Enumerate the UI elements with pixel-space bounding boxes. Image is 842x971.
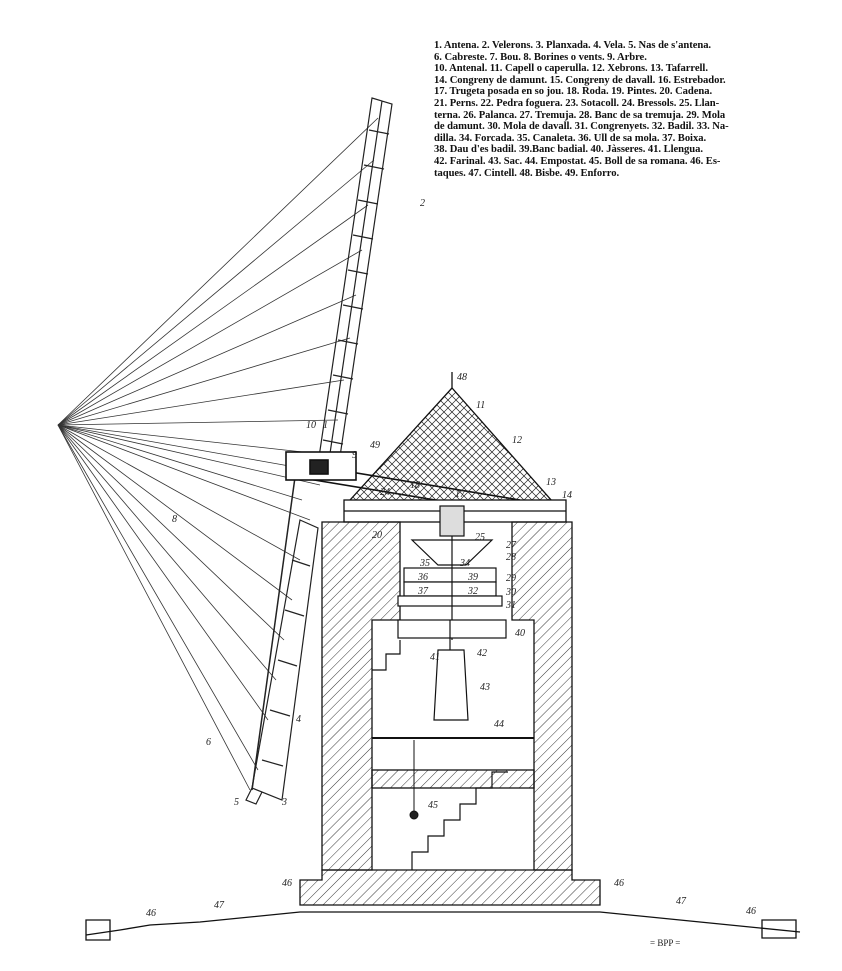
ground-base bbox=[85, 869, 801, 941]
callout-47-left: 47 bbox=[214, 900, 225, 911]
callout-36: 36 bbox=[417, 572, 428, 583]
callout-30: 30 bbox=[505, 587, 516, 598]
millstone-assembly bbox=[397, 505, 507, 640]
legend-line: 21. Perns. 22. Pedra foguera. 23. Sotaco… bbox=[434, 97, 720, 109]
rigging-lines bbox=[57, 117, 379, 791]
callout-2: 2 bbox=[420, 198, 425, 209]
callout-35: 35 bbox=[419, 558, 430, 569]
callout-3: 3 bbox=[281, 797, 287, 808]
legend-line: dilla. 34. Forcada. 35. Canaleta. 36. Ul… bbox=[434, 132, 707, 144]
legend-line: 42. Farinal. 43. Sac. 44. Empostat. 45. … bbox=[434, 155, 721, 167]
callout-11: 11 bbox=[476, 400, 485, 411]
callout-44: 44 bbox=[494, 719, 504, 730]
legend-line: 10. Antenal. 11. Capell o caperulla. 12.… bbox=[434, 63, 708, 75]
legend-line: 1. Antena. 2. Velerons. 3. Planxada. 4. … bbox=[434, 40, 712, 51]
callout-17: 17 bbox=[455, 489, 466, 500]
callout-5: 5 bbox=[234, 797, 239, 808]
callout-48: 48 bbox=[457, 372, 467, 383]
callout-29: 29 bbox=[506, 573, 516, 584]
legend-line: taques. 47. Cintell. 48. Bisbe. 49. Enfo… bbox=[434, 167, 620, 179]
callout-14: 14 bbox=[562, 490, 572, 501]
callout-34: 34 bbox=[459, 558, 470, 569]
callout-12: 12 bbox=[512, 435, 522, 446]
flour-sack bbox=[433, 620, 469, 721]
callout-27: 27 bbox=[506, 540, 517, 551]
callout-6: 6 bbox=[206, 737, 211, 748]
legend-line: 17. Trugeta posada en so jou. 18. Roda. … bbox=[434, 86, 713, 98]
callout-10: 10 bbox=[306, 420, 316, 431]
callout-47-right: 47 bbox=[676, 896, 687, 907]
callout-41: 41 bbox=[430, 652, 440, 663]
callout-4: 4 bbox=[296, 714, 301, 725]
callout-labels: 2 1 10 8 9 49 48 11 12 13 14 18 17 24 20… bbox=[146, 198, 756, 948]
callout-28: 28 bbox=[506, 552, 516, 563]
callout-43: 43 bbox=[480, 682, 490, 693]
legend-line: de damunt. 30. Mola de davall. 31. Congr… bbox=[434, 121, 729, 133]
legend-line: 14. Congreny de damunt. 15. Congreny de … bbox=[434, 74, 726, 86]
legend-line: 6. Cabreste. 7. Bou. 8. Borines o vents.… bbox=[434, 51, 647, 63]
legend-line: terna. 26. Palanca. 27. Tremuja. 28. Ban… bbox=[434, 109, 726, 121]
callout-24: 24 bbox=[380, 487, 390, 498]
callout-25: 25 bbox=[475, 532, 485, 543]
lower-sail bbox=[245, 469, 319, 805]
tower-stairs bbox=[372, 640, 508, 870]
scale-note: = BPP = bbox=[650, 938, 680, 948]
callout-46-right: 46 bbox=[614, 878, 624, 889]
callout-40: 40 bbox=[515, 628, 525, 639]
callout-32: 32 bbox=[467, 586, 478, 597]
callout-31: 31 bbox=[505, 600, 516, 611]
callout-49: 49 bbox=[370, 440, 380, 451]
callout-18: 18 bbox=[410, 480, 420, 491]
upper-sail-frame bbox=[317, 97, 393, 471]
callout-1: 1 bbox=[323, 420, 328, 431]
legend-line: 38. Dau d'es badil. 39.Banc badial. 40. … bbox=[434, 144, 703, 156]
callout-42: 42 bbox=[477, 648, 487, 659]
callout-20: 20 bbox=[372, 530, 382, 541]
callout-46-far-left: 46 bbox=[146, 908, 156, 919]
callout-46-left: 46 bbox=[282, 878, 292, 889]
scale-weight bbox=[409, 740, 419, 820]
callout-39: 39 bbox=[467, 572, 478, 583]
callout-13: 13 bbox=[546, 477, 556, 488]
callout-37: 37 bbox=[417, 586, 429, 597]
callout-45: 45 bbox=[428, 800, 438, 811]
callout-8: 8 bbox=[172, 514, 177, 525]
callout-9: 9 bbox=[352, 450, 357, 461]
legend-text-block: 1. Antena. 2. Velerons. 3. Planxada. 4. … bbox=[434, 40, 806, 179]
callout-46-far-right: 46 bbox=[746, 906, 756, 917]
